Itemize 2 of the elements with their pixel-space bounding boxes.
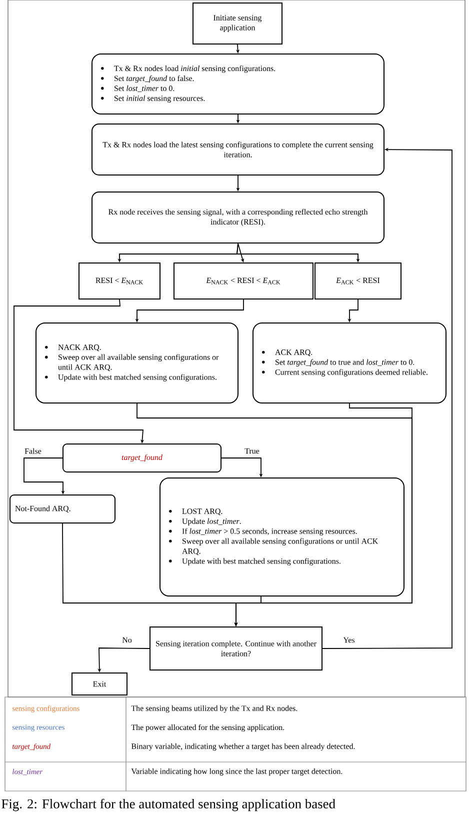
arrow bbox=[238, 243, 244, 262]
caption: Fig. 2: Flowchart for the automated sensing application based bbox=[2, 798, 336, 812]
